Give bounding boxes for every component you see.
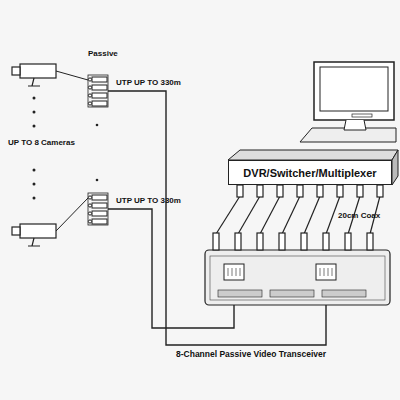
utp-distance: UTP UP TO 330m bbox=[116, 79, 181, 88]
utp-distance: UTP UP TO 330m bbox=[116, 197, 181, 206]
dvr-box: DVR/Switcher/Multiplexer bbox=[228, 160, 392, 185]
camera-count: UP TO 8 Cameras bbox=[8, 139, 75, 148]
node-text: DVR/Switcher/Multiplexer bbox=[243, 167, 376, 179]
transceiver-label: 8-Channel Passive Video Transceiver bbox=[176, 350, 326, 359]
coax-length: 20cm Coax bbox=[338, 212, 380, 221]
passive-label: Passive bbox=[88, 50, 118, 59]
